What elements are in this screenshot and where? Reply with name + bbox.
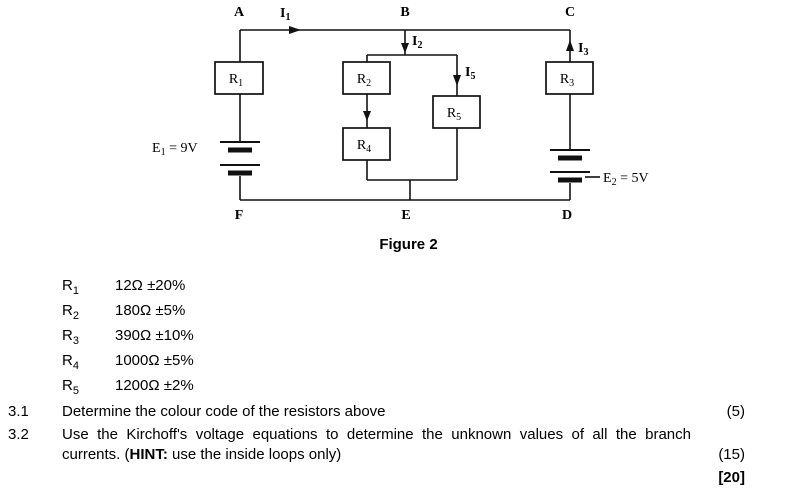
question-text-before: Use the Kirchoff's voltage equations to … [62, 426, 691, 463]
total-marks: [20] [718, 469, 745, 486]
resistor-value: 12Ω ±20% [115, 277, 186, 294]
resistor-label-r4: R4 [357, 138, 371, 155]
question-3-1: 3.1 Determine the colour code of the res… [8, 402, 745, 422]
figure-caption: Figure 2 [379, 236, 438, 253]
node-label-e: E [401, 208, 410, 223]
resistor-value: 390Ω ±10% [115, 327, 194, 344]
current-arrow-i1-right [289, 26, 301, 34]
current-label-i5: I5 [465, 65, 475, 82]
question-text-after: use the inside loops only) [167, 446, 342, 463]
circuit-wires [239, 29, 600, 201]
question-text: Use the Kirchoff's voltage equations to … [62, 425, 701, 465]
current-label-i3: I3 [578, 41, 588, 58]
question-number: 3.2 [8, 426, 29, 443]
question-marks: (15) [718, 446, 745, 463]
resistor-spec-row-r5: R5 1200Ω ±2% [62, 376, 194, 401]
resistor-spec-row-r1: R1 12Ω ±20% [62, 276, 194, 301]
question-3-2: 3.2 Use the Kirchoff's voltage equations… [8, 425, 745, 465]
node-label-a: A [234, 5, 245, 20]
question-marks: (5) [726, 403, 745, 420]
resistor-name: R4 [62, 352, 79, 372]
question-text: Determine the colour code of the resisto… [62, 403, 386, 420]
node-label-d: D [562, 208, 572, 223]
hint-label: HINT: [129, 446, 168, 463]
resistor-label-r5: R5 [447, 106, 461, 123]
node-label-b: B [400, 5, 409, 20]
branch-arrow-r2r4-down [363, 111, 371, 121]
current-label-i1: I1 [280, 6, 290, 23]
node-label-f: F [235, 208, 244, 223]
resistor-spec-row-r4: R4 1000Ω ±5% [62, 351, 194, 376]
resistor-r4-box [342, 127, 391, 161]
current-arrow-i3-up [566, 40, 574, 51]
resistor-value: 1200Ω ±2% [115, 377, 194, 394]
questions-section: 3.1 Determine the colour code of the res… [8, 402, 745, 488]
resistor-name: R1 [62, 277, 79, 297]
resistor-r2-box [342, 61, 391, 95]
resistor-r5-box [432, 95, 481, 129]
source-label-e2: E2 = 5V [603, 171, 649, 188]
node-label-c: C [565, 5, 575, 20]
resistor-name: R3 [62, 327, 79, 347]
battery-e1-symbol [220, 141, 260, 176]
battery-e2-symbol [550, 149, 590, 183]
resistor-r3-box [545, 61, 594, 95]
current-arrow-i5-down [453, 75, 461, 86]
resistor-label-r1: R1 [229, 72, 243, 89]
resistor-label-r2: R2 [357, 72, 371, 89]
resistor-spec-row-r3: R3 390Ω ±10% [62, 326, 194, 351]
current-arrow-i2-down [401, 43, 409, 53]
resistor-label-r3: R3 [560, 72, 574, 89]
resistor-value: 1000Ω ±5% [115, 352, 194, 369]
resistor-name: R5 [62, 377, 79, 397]
resistor-value: 180Ω ±5% [115, 302, 186, 319]
resistor-r1-box [214, 61, 264, 95]
circuit-diagram: A B C F E D I1 I2 I3 I5 R1 R2 R3 R4 R5 E… [152, 5, 649, 223]
current-label-i2: I2 [412, 34, 422, 51]
question-number: 3.1 [8, 403, 29, 420]
source-label-e1: E1 = 9V [152, 141, 198, 158]
resistor-spec-list: R1 12Ω ±20% R2 180Ω ±5% R3 390Ω ±10% R4 … [62, 276, 194, 401]
resistor-name: R2 [62, 302, 79, 322]
resistor-spec-row-r2: R2 180Ω ±5% [62, 301, 194, 326]
